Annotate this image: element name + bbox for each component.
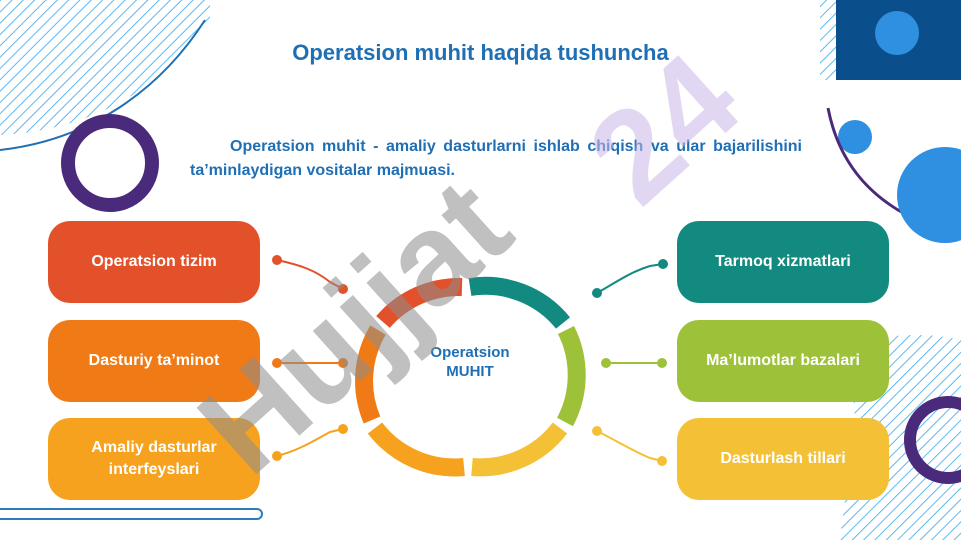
box-operatsion-tizim: Operatsion tizim: [48, 221, 260, 303]
half-circle-right: [897, 147, 961, 243]
center-label-line-1: Operatsion: [430, 344, 510, 361]
footer-line: [0, 508, 263, 520]
center-label-line-2: MUHIT: [446, 363, 494, 380]
box-label: Dasturlash tillari: [720, 450, 846, 467]
box-label: Dasturiy ta’minot: [88, 352, 220, 369]
connectors-right: [592, 259, 668, 466]
box-label: Ma’lumotlar bazalari: [706, 352, 860, 369]
striped-corner-top-left: [0, 0, 210, 135]
ring-segment-red: [376, 277, 463, 329]
box-label: Tarmoq xizmatlari: [715, 253, 851, 270]
ring-segment-green: [556, 325, 586, 427]
ring-segment-amber: [367, 422, 465, 477]
box-dasturiy-taminot: Dasturiy ta’minot: [48, 320, 260, 402]
box-tarmoq-xizmatlari: Tarmoq xizmatlari: [677, 221, 889, 303]
arc-line-top-left: [0, 19, 206, 151]
definition-text: Operatsion muhit - amaliy dasturlarni is…: [190, 138, 802, 179]
ring-left: [61, 114, 159, 212]
dot-right-small: [838, 120, 872, 154]
ring-segment-yellow: [471, 422, 568, 477]
box-malumotlar-bazalari: Ma’lumotlar bazalari: [677, 320, 889, 402]
ring-segment-teal: [468, 276, 570, 329]
connectors-left: [272, 255, 348, 461]
center-label: Operatsion MUHIT: [395, 343, 545, 381]
box-label: Amaliy dasturlar interfeyslari: [91, 439, 217, 478]
center-ring: [355, 276, 586, 477]
box-dasturlash-tillari: Dasturlash tillari: [677, 418, 889, 500]
ring-segment-orange: [355, 325, 386, 424]
dot-top-right: [875, 11, 919, 55]
slide-title: Operatsion muhit haqida tushuncha: [292, 40, 669, 65]
ring-bottom-right: [904, 396, 961, 484]
box-label: Operatsion tizim: [91, 253, 217, 270]
box-amaliy-dasturlar-interfeyslari: Amaliy dasturlar interfeyslari: [48, 418, 260, 500]
